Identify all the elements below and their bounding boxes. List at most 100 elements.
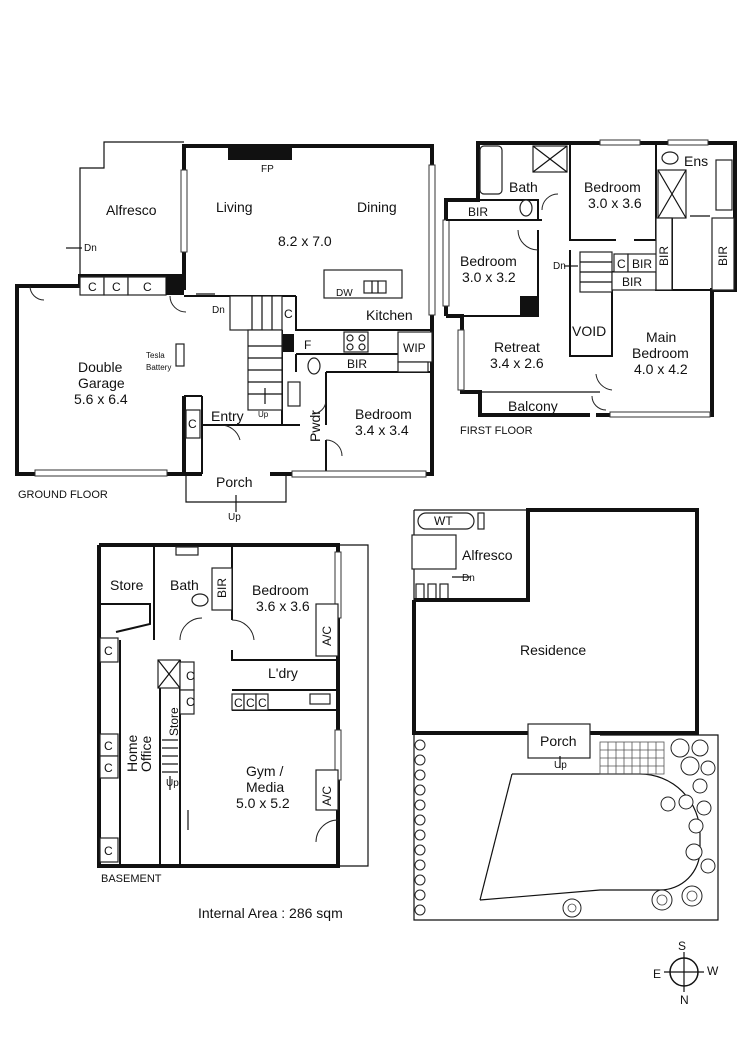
- stair-dn-label: Dn: [212, 305, 225, 316]
- shrub: [414, 814, 426, 826]
- pwdr-label: Pwdr: [307, 410, 323, 442]
- bath-wall: [478, 199, 539, 220]
- main-bedroom-label-2: Bedroom: [632, 345, 689, 361]
- driveway: [479, 773, 701, 901]
- tree: [696, 800, 712, 816]
- bir-label: BIR: [657, 246, 671, 266]
- door-swing: [541, 193, 559, 211]
- cupboard: [179, 689, 195, 715]
- shower-cross: [657, 169, 687, 219]
- basement-outer-line: [338, 544, 369, 867]
- ac-box: [315, 603, 339, 657]
- sink: [309, 693, 331, 705]
- bir-label: BIR: [622, 275, 642, 289]
- ens-window: [667, 139, 709, 146]
- burner: [358, 334, 366, 342]
- shrub: [414, 739, 426, 751]
- outdoor-cupboard: [415, 583, 425, 601]
- tree-inner: [686, 890, 698, 902]
- water-tank: [417, 512, 475, 530]
- door-swing: [311, 399, 327, 415]
- outdoor-cupboard: [427, 583, 437, 601]
- ldry-wall: [231, 650, 338, 661]
- tree: [562, 898, 582, 918]
- fireplace: [228, 146, 292, 160]
- stair-up-label: Up: [258, 410, 269, 419]
- outdoor-kitchen: [411, 534, 457, 570]
- ac-box: [315, 769, 339, 811]
- door-swing: [591, 395, 607, 411]
- c-label: C: [104, 761, 113, 775]
- shrub: [414, 754, 426, 766]
- door-swing: [29, 285, 45, 301]
- first-dn-label: Dn: [553, 261, 566, 272]
- main-bedroom-label: Main: [646, 329, 676, 345]
- cupboard: [99, 755, 119, 779]
- door-swing: [219, 424, 241, 441]
- ldry-label: L'dry: [268, 665, 298, 681]
- ens-label: Ens: [684, 153, 708, 169]
- bir-label: BIR: [716, 246, 730, 266]
- paver-grid: [599, 741, 665, 775]
- c-label: C: [186, 695, 195, 709]
- shrub: [414, 829, 426, 841]
- internal-area-label: Internal Area : 286 sqm: [198, 905, 343, 921]
- store-label: Store: [110, 577, 144, 593]
- c-label: C: [188, 417, 197, 431]
- bedroom-window: [599, 139, 641, 146]
- site-porch: [527, 723, 591, 759]
- stair-upper: [229, 295, 283, 331]
- tree: [700, 858, 716, 874]
- site-alfresco-label: Alfresco: [462, 547, 513, 563]
- first-stairs: [579, 251, 613, 293]
- c-label: C: [246, 696, 255, 710]
- first-floor-plan: Bath Bedroom 3.0 x 3.6 Ens BIR Bedroom 3…: [442, 139, 737, 437]
- alfresco-dn-label: Dn: [84, 243, 97, 254]
- bedroom-b-window: [442, 219, 450, 307]
- ground-stairs: [229, 295, 283, 411]
- balcony-label: Balcony: [508, 398, 558, 414]
- porch-label: Porch: [216, 474, 253, 490]
- main-bedroom-size: 4.0 x 4.2: [634, 361, 688, 377]
- site-up-label: Up: [554, 760, 567, 771]
- door-swing: [179, 617, 203, 641]
- compass-s: S: [678, 939, 686, 953]
- driveway-edge: [479, 773, 513, 901]
- bir-label: BIR: [468, 205, 488, 219]
- wip-shelf: [397, 361, 429, 373]
- door-swing: [595, 373, 613, 391]
- door-swing: [169, 295, 187, 313]
- bir-box: [655, 217, 673, 291]
- dw-label: DW: [336, 288, 353, 299]
- c-label: C: [143, 280, 152, 294]
- void-wall: [569, 250, 613, 357]
- bedroom-b-size: 3.0 x 3.2: [462, 269, 516, 285]
- toilet: [191, 593, 209, 607]
- basement-plan: Store Bath BIR Bedroom 3.6 x 3.6 A/C A/C…: [97, 543, 369, 885]
- toilet: [519, 199, 533, 217]
- residence-label: Residence: [520, 642, 586, 658]
- ac-label: A/C: [320, 626, 334, 646]
- burner: [346, 334, 354, 342]
- compass-e: E: [653, 967, 661, 981]
- door-swing: [325, 439, 343, 457]
- c-label: C: [88, 280, 97, 294]
- cupboard: [99, 637, 119, 663]
- pillar: [282, 334, 294, 352]
- c-label: C: [284, 307, 293, 321]
- basement-up-label: Up: [166, 778, 179, 789]
- c-label: C: [234, 696, 243, 710]
- vanity: [175, 546, 199, 556]
- site-plan: WT Alfresco Dn Residence Porch Up: [411, 508, 719, 921]
- bedroom-size: 3.4 x 3.4: [355, 422, 409, 438]
- retreat-label: Retreat: [494, 339, 540, 355]
- first-outer-wall-2: [446, 314, 590, 417]
- pillar: [166, 277, 184, 295]
- burner: [358, 343, 366, 351]
- bir-label: BIR: [215, 578, 229, 598]
- site-boundary: [413, 734, 719, 921]
- dining-window: [428, 164, 436, 316]
- sink: [363, 280, 387, 294]
- alfresco-label: Alfresco: [106, 202, 157, 218]
